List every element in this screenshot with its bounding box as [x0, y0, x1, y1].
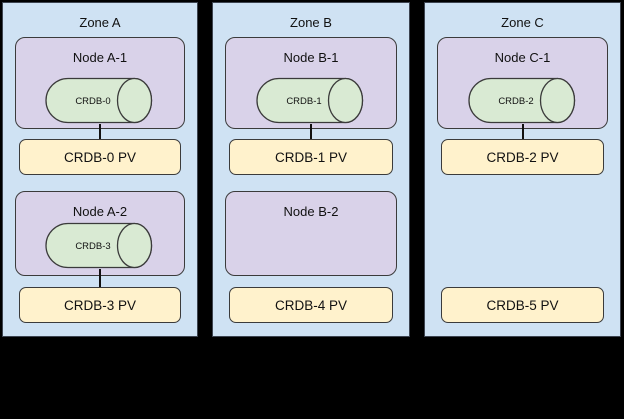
pv-box-crdb-5: CRDB-5 PV [441, 287, 604, 323]
zone-c: Zone C Node C-1 CRDB-2 CRDB-2 PV CRDB-5 … [424, 2, 621, 337]
pv-crdb-4-label: CRDB-4 PV [274, 297, 347, 313]
pv-crdb-1-label: CRDB-1 PV [274, 149, 347, 165]
node-b-2: Node B-2 [225, 191, 397, 276]
pv-crdb-0-label: CRDB-0 PV [63, 149, 136, 165]
connector-crdb3-to-pv [99, 269, 101, 287]
pv-box-crdb-2: CRDB-2 PV [441, 139, 604, 175]
node-b-1-label: Node B-1 [283, 50, 339, 65]
crdb-3-cylinder-icon: CRDB-3 [45, 222, 153, 269]
crdb-3-label: CRDB-3 [75, 241, 110, 252]
pv-crdb-3-label: CRDB-3 PV [63, 297, 136, 313]
connector-crdb0-to-pv [99, 124, 101, 139]
pv-box-crdb-0: CRDB-0 PV [19, 139, 181, 175]
zone-a-label: Zone A [79, 15, 121, 30]
zone-b-label: Zone B [290, 15, 332, 30]
pv-crdb-5-label: CRDB-5 PV [486, 297, 559, 313]
node-b-2-label: Node B-2 [283, 204, 339, 219]
crdb-0-label: CRDB-0 [75, 96, 110, 107]
pv-crdb-2-label: CRDB-2 PV [486, 149, 559, 165]
zone-c-label: Zone C [501, 15, 544, 30]
crdb-0-cylinder-icon: CRDB-0 [45, 77, 153, 124]
connector-crdb2-to-pv [521, 124, 524, 139]
node-a-1-label: Node A-1 [72, 50, 128, 65]
node-a-2-label: Node A-2 [72, 204, 128, 219]
crdb-1-cylinder-icon: CRDB-1 [256, 77, 364, 124]
crdb-1-label: CRDB-1 [286, 96, 321, 107]
connector-crdb1-to-pv [310, 124, 312, 139]
pv-box-crdb-1: CRDB-1 PV [229, 139, 393, 175]
crdb-2-cylinder-icon: CRDB-2 [467, 77, 575, 124]
zone-b: Zone B Node B-1 CRDB-1 CRDB-1 PV Node B-… [212, 2, 410, 337]
pv-box-crdb-3: CRDB-3 PV [19, 287, 181, 323]
zone-a: Zone A Node A-1 CRDB-0 CRDB-0 PV Node A-… [2, 2, 198, 337]
crdb-2-label: CRDB-2 [498, 96, 533, 107]
node-c-1-label: Node C-1 [494, 50, 551, 65]
pv-box-crdb-4: CRDB-4 PV [229, 287, 393, 323]
